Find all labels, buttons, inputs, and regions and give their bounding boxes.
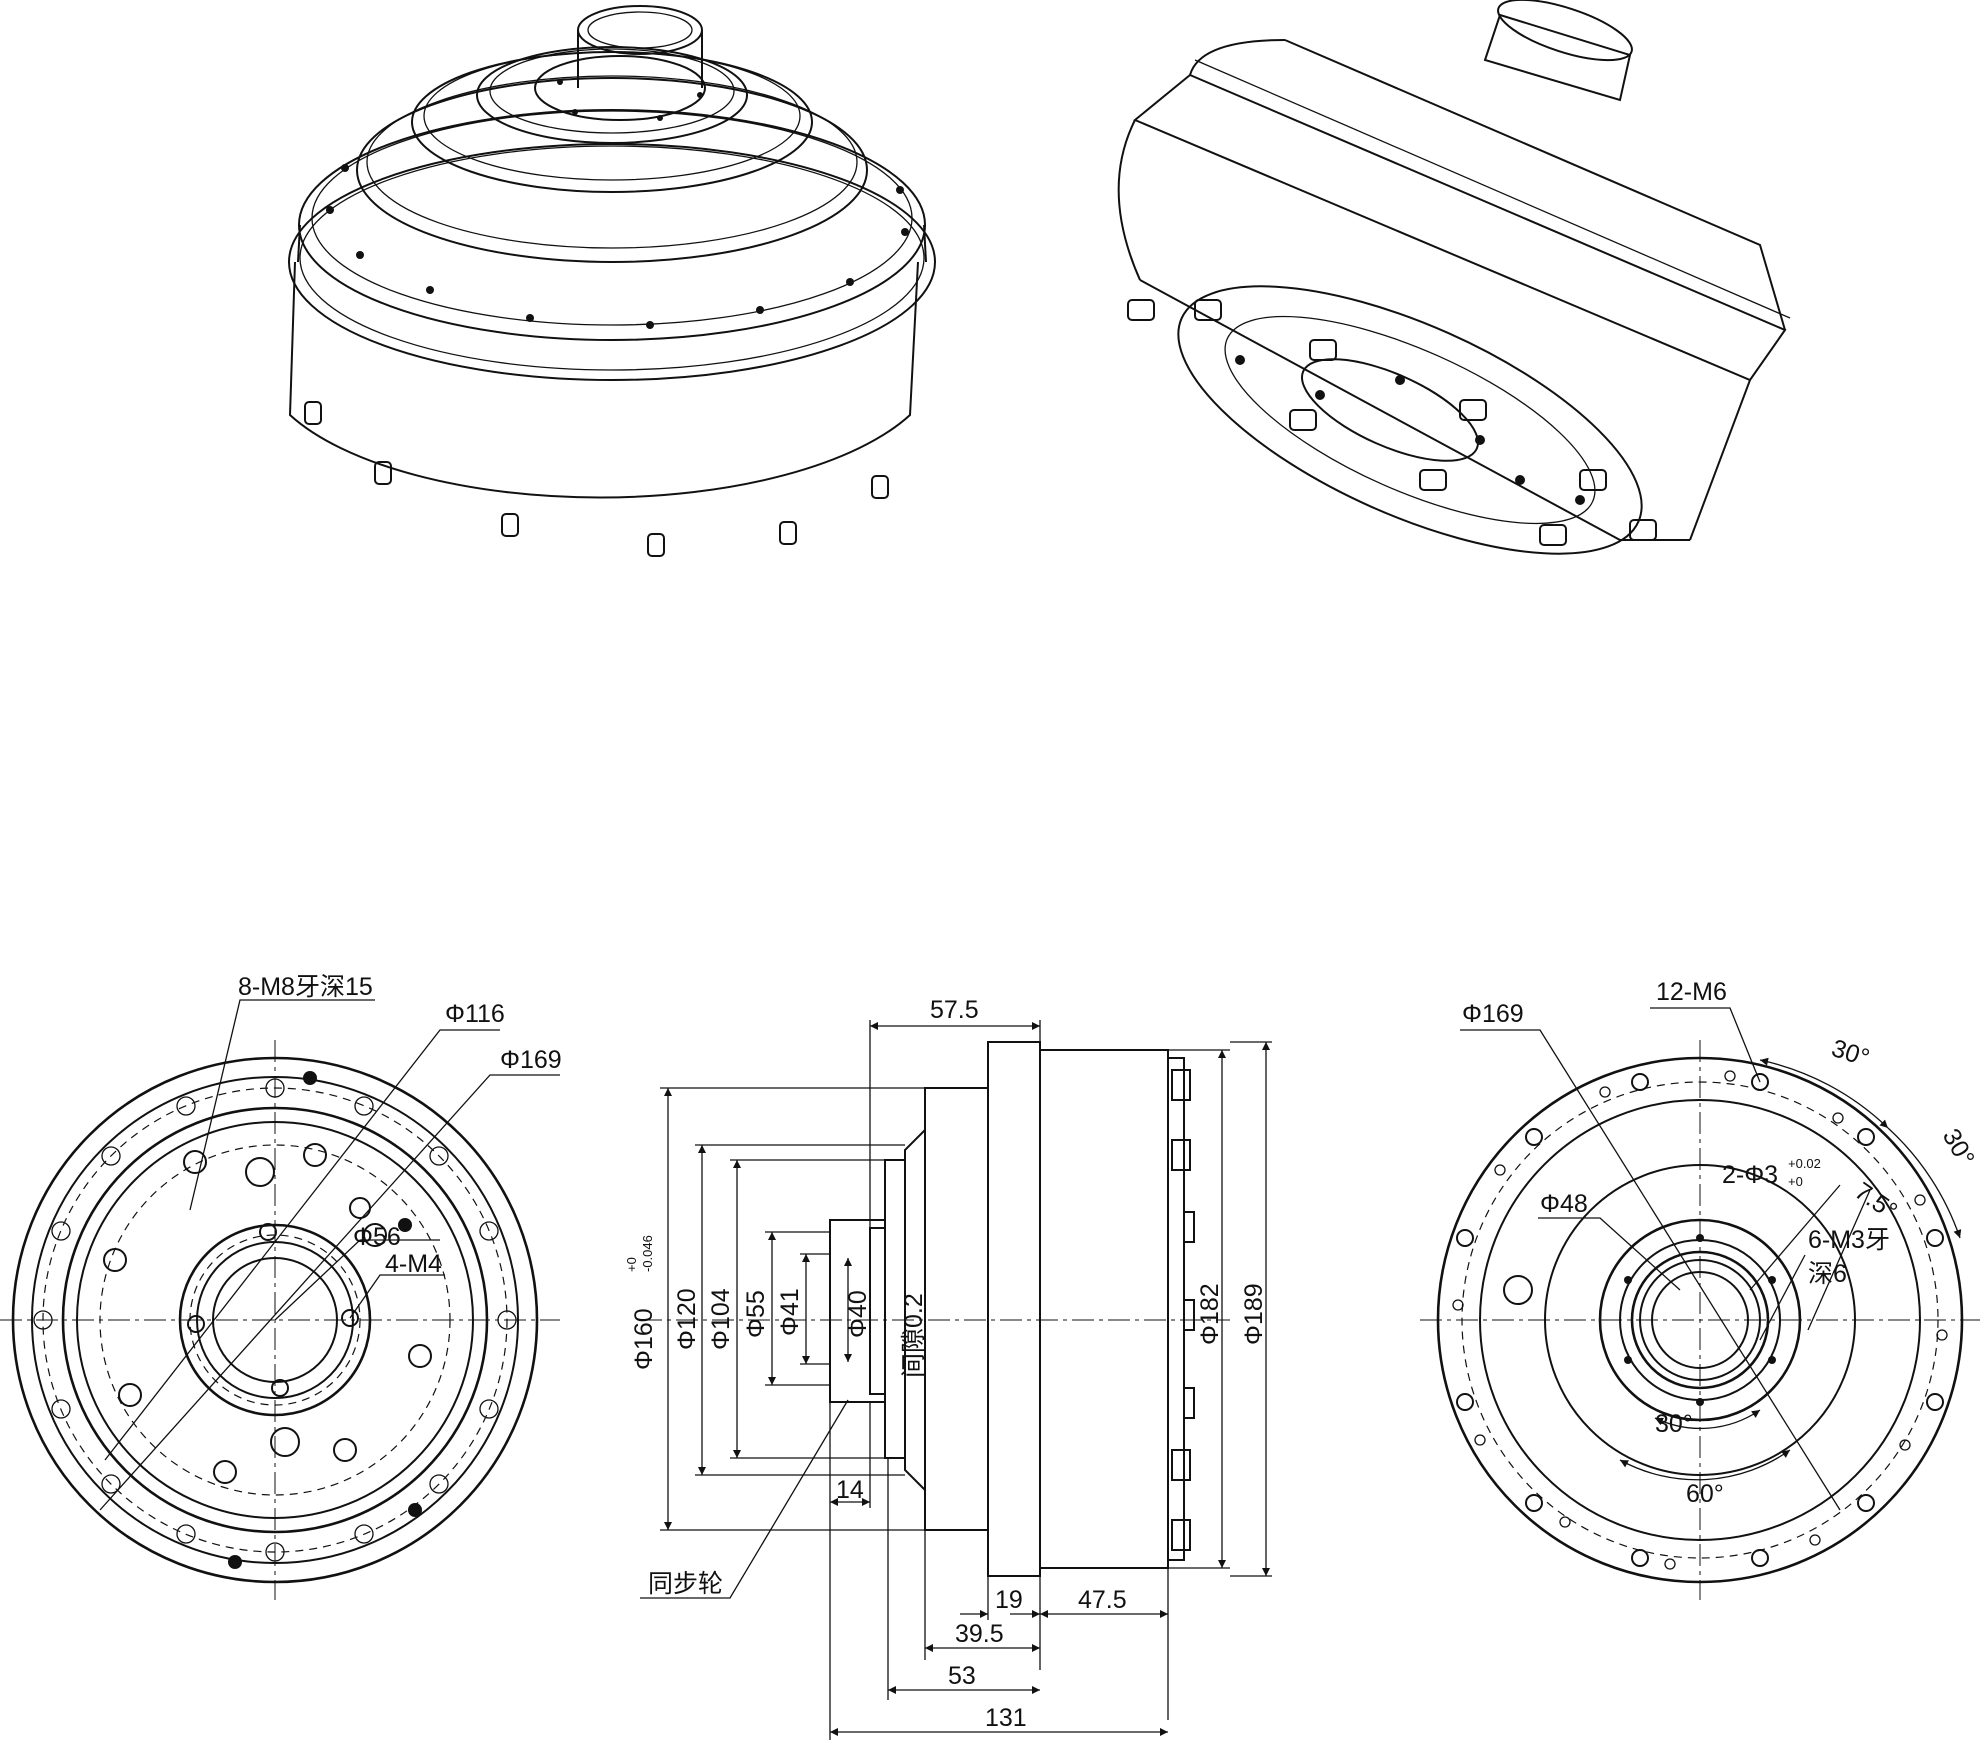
callout-angle-30b: 30°: [1937, 1124, 1980, 1171]
dim-d160-tol-lower: -0.046: [640, 1235, 655, 1272]
dim-14: 14: [836, 1476, 864, 1504]
callout-d116: Φ116: [445, 1000, 505, 1028]
isometric-view-back: [1117, 0, 1791, 555]
dim-d120: Φ120: [673, 1288, 701, 1350]
side-view: Φ160 +0 -0.046 Φ120 Φ104 Φ55 Φ41 Φ40 间隙0…: [624, 996, 1272, 1740]
callout-12-m6: 12-M6: [1656, 978, 1727, 1006]
dim-d160-tol-upper: +0: [624, 1257, 639, 1272]
callout-pin-tol-lower: +0: [1788, 1174, 1803, 1189]
dim-47-5: 47.5: [1078, 1586, 1127, 1614]
callout-depth-6: 深6: [1808, 1260, 1847, 1288]
dim-d55: Φ55: [742, 1290, 770, 1338]
callout-d48: Φ48: [1540, 1190, 1588, 1218]
dim-gap: 间隙0.2: [900, 1293, 928, 1378]
dim-d40: Φ40: [844, 1290, 872, 1338]
callout-back-d169: Φ169: [1462, 1000, 1524, 1028]
dim-19: 19: [995, 1586, 1023, 1614]
callout-angle-30a: 30°: [1828, 1034, 1873, 1072]
callout-8-m8: 8-M8牙深15: [238, 973, 373, 1001]
isometric-view-front: [288, 5, 936, 557]
dim-d160: Φ160: [630, 1308, 658, 1370]
callout-angle-60: 60°: [1686, 1480, 1724, 1508]
callout-angle-30c: 30°: [1655, 1410, 1693, 1438]
front-view: 8-M8牙深15 Φ116 Φ169 Φ56 4-M4: [0, 973, 562, 1600]
callout-pin-holes: 2-Φ3: [1722, 1161, 1778, 1189]
dim-d189: Φ189: [1240, 1283, 1268, 1345]
back-view: Φ169 12-M6 30° 30° 7.5° 2-Φ3 +0.02 +0 Φ4…: [1420, 978, 1980, 1600]
dim-d182: Φ182: [1196, 1283, 1224, 1345]
callout-pin-tol-upper: +0.02: [1788, 1156, 1821, 1171]
label-pulley: 同步轮: [648, 1570, 723, 1598]
callout-4-m4: 4-M4: [385, 1250, 442, 1278]
callout-6-m3: 6-M3牙: [1808, 1226, 1890, 1254]
dim-57-5: 57.5: [930, 996, 979, 1024]
dim-39-5: 39.5: [955, 1620, 1004, 1648]
dim-d104: Φ104: [707, 1288, 735, 1350]
dim-131: 131: [985, 1704, 1027, 1732]
callout-d169: Φ169: [500, 1046, 562, 1074]
dim-d41: Φ41: [776, 1288, 804, 1336]
dim-53: 53: [948, 1662, 976, 1690]
callout-d56: Φ56: [353, 1223, 401, 1251]
